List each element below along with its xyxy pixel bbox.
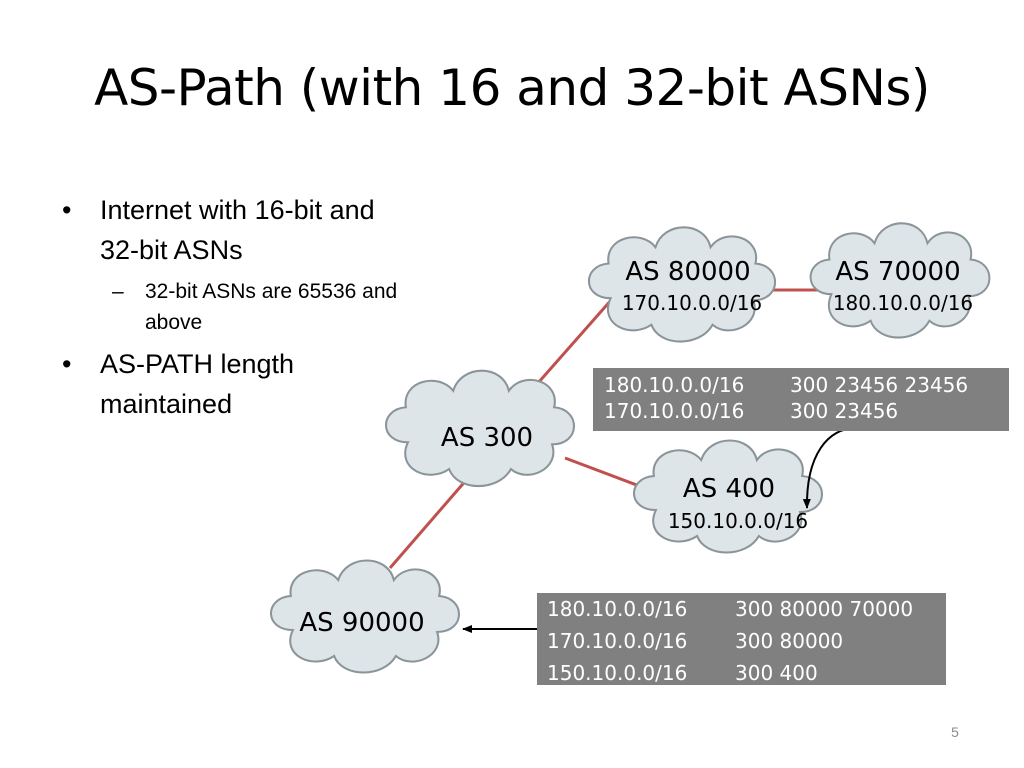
table-row: 180.10.0.0/16 300 80000 70000 [547,593,946,625]
node-prefix-as400: 150.10.0.0/16 [668,509,808,533]
bullet-dot-icon: • [62,349,72,379]
table-row: 170.10.0.0/16 300 80000 [547,625,946,657]
route-prefix: 180.10.0.0/16 [604,373,745,397]
route-path: 300 80000 70000 [735,597,914,621]
node-label-as80000: AS 80000 [625,257,750,287]
page-number: 5 [951,724,959,740]
route-path: 300 23456 23456 [790,373,969,397]
node-label-as400: AS 400 [683,474,775,504]
sub-bullet-item: – 32-bit ASNs are 65536 and above [62,276,482,338]
bullet-list: • Internet with 16-bit and 32-bit ASNs –… [62,190,482,424]
route-prefix: 150.10.0.0/16 [547,661,688,685]
route-table-as90000: 180.10.0.0/16 300 80000 70000 170.10.0.0… [537,593,946,685]
bullet-line: 32-bit ASNs [100,235,243,265]
table-row: 180.10.0.0/16 300 23456 23456 [604,372,1009,398]
node-label-as300: AS 300 [441,423,533,453]
table-row: 150.10.0.0/16 300 400 [547,657,946,689]
slide-title: AS-Path (with 16 and 32-bit ASNs) [94,59,930,117]
sub-bullet-dash-icon: – [112,280,124,303]
bullet-item: • AS-PATH length maintained [62,344,482,424]
node-label-as90000: AS 90000 [299,608,424,638]
node-label-as70000: AS 70000 [835,257,960,287]
bullet-line: AS-PATH length [100,349,295,379]
route-prefix: 170.10.0.0/16 [547,629,688,653]
bullet-item: • Internet with 16-bit and 32-bit ASNs [62,190,482,270]
route-prefix: 170.10.0.0/16 [604,399,745,423]
route-prefix: 180.10.0.0/16 [547,597,688,621]
table-row: 170.10.0.0/16 300 23456 [604,398,1009,424]
route-path: 300 400 [735,661,818,685]
bullet-dot-icon: • [62,195,72,225]
link-as300-as80000 [536,289,622,384]
node-prefix-as70000: 180.10.0.0/16 [833,291,973,315]
route-path: 300 23456 [790,399,899,423]
sub-bullet-line: above [145,311,203,334]
route-table-as400: 180.10.0.0/16 300 23456 23456 170.10.0.0… [593,368,1009,431]
sub-bullet-line: 32-bit ASNs are 65536 and [145,280,398,303]
bullet-line: maintained [100,389,233,419]
bullet-line: Internet with 16-bit and [100,195,375,225]
node-prefix-as80000: 170.10.0.0/16 [622,291,762,315]
link-as300-as90000 [388,477,470,569]
route-path: 300 80000 [735,629,844,653]
